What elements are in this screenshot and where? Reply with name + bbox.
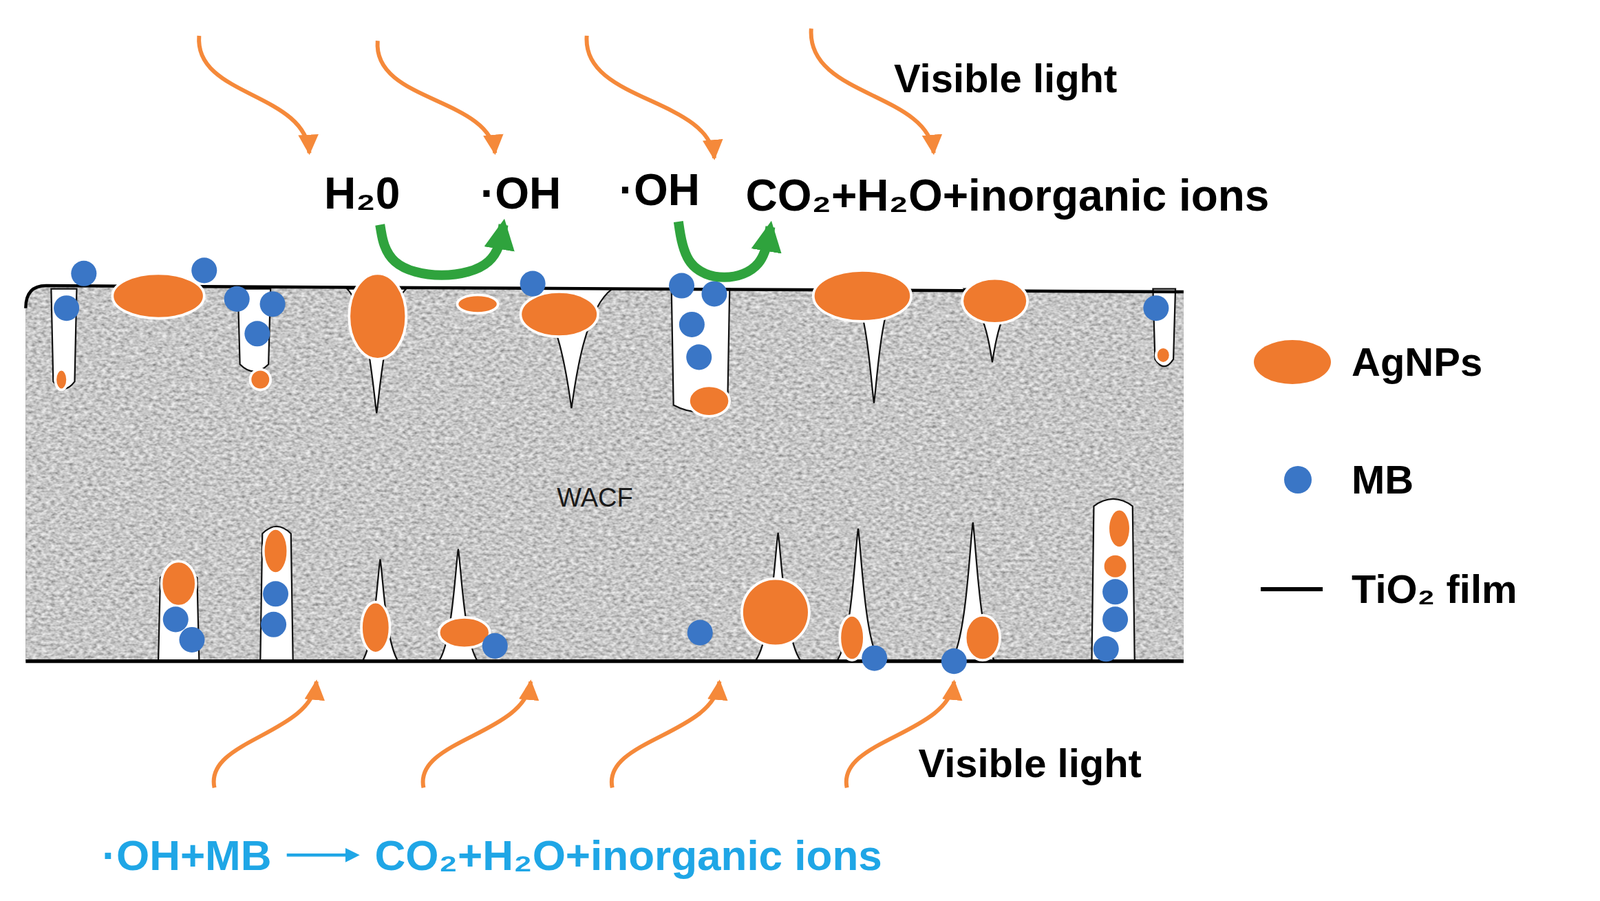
reaction-arrow	[379, 225, 504, 276]
methylene-blue-molecule	[668, 273, 695, 299]
light-arrow	[377, 40, 496, 153]
methylene-blue-molecule	[861, 645, 888, 671]
species-text-node: CO₂+H₂O+inorganic ions	[742, 169, 1272, 223]
methylene-blue-molecule	[679, 311, 705, 338]
silver-nanoparticle	[161, 560, 196, 606]
silver-nanoparticle	[688, 385, 730, 416]
silver-nanoparticle	[962, 278, 1028, 324]
methylene-blue-molecule	[482, 633, 508, 659]
species-text-node: ·OH	[477, 167, 564, 221]
light-arrow	[198, 35, 309, 153]
silver-nanoparticle	[112, 273, 204, 318]
pore	[260, 526, 293, 662]
species-label: H₂0	[321, 167, 403, 221]
legend-text: MB	[1351, 456, 1414, 504]
methylene-blue-molecule	[520, 271, 546, 297]
silver-nanoparticle	[1107, 509, 1131, 548]
reaction-arrowhead	[345, 847, 360, 863]
legend-line-sample	[1260, 587, 1323, 592]
light-arrow	[586, 35, 715, 159]
silver-nanoparticle	[520, 291, 599, 337]
legend-swatch-box	[1251, 337, 1334, 387]
methylene-blue-molecule	[260, 611, 287, 638]
silver-nanoparticle	[249, 369, 271, 391]
pore	[836, 528, 880, 662]
species-label: ·OH	[477, 167, 564, 221]
silver-nanoparticle	[813, 270, 912, 322]
material-label: WACF	[556, 483, 633, 514]
light-arrow	[611, 681, 720, 788]
legend-swatch	[1253, 339, 1331, 384]
legend-swatch-box	[1251, 455, 1334, 504]
silver-nanoparticle	[439, 617, 490, 648]
light-label: Visible light	[893, 55, 1117, 102]
methylene-blue-molecule	[941, 648, 967, 674]
silver-nanoparticle	[1103, 553, 1128, 579]
silver-nanoparticle	[1156, 346, 1171, 364]
silver-nanoparticle	[839, 615, 865, 660]
light-arrow	[214, 681, 317, 788]
silver-nanoparticle	[361, 602, 391, 654]
methylene-blue-molecule	[244, 320, 270, 347]
legend-swatch-box	[1251, 564, 1334, 614]
methylene-blue-molecule	[70, 260, 97, 287]
reaction-arrow	[286, 853, 348, 857]
tio2-film	[25, 659, 1184, 663]
species-label: CO₂+H₂O+inorganic ions	[742, 169, 1272, 223]
silver-nanoparticle	[965, 615, 1000, 660]
methylene-blue-molecule	[262, 580, 289, 607]
label-box: WACF	[556, 483, 633, 514]
reaction-arrow	[678, 221, 771, 278]
legend-text: TiO₂ film	[1351, 566, 1518, 613]
legend-entry: TiO₂ film	[1251, 564, 1518, 614]
silver-nanoparticle	[456, 294, 498, 314]
methylene-blue-molecule	[1102, 578, 1128, 605]
methylene-blue-molecule	[53, 295, 80, 321]
methylene-blue-molecule	[686, 344, 712, 370]
reaction-text: ·OH+MB	[101, 830, 272, 880]
legend-text: AgNPs	[1351, 339, 1483, 386]
label-box: Visible light	[918, 740, 1142, 787]
label-box: ·OH+MB	[101, 830, 272, 880]
fiber-texture	[25, 283, 1185, 663]
methylene-blue-molecule	[1143, 295, 1169, 321]
legend-entry: MB	[1251, 455, 1414, 504]
methylene-blue-molecule	[260, 291, 286, 317]
light-arrow	[423, 681, 532, 788]
silver-nanoparticle	[263, 528, 289, 574]
label-box: Visible light	[893, 55, 1117, 102]
legend-swatch	[1284, 465, 1312, 494]
silver-nanoparticle	[348, 273, 407, 360]
methylene-blue-molecule	[1093, 635, 1119, 662]
species-text-node: H₂0	[321, 167, 403, 221]
silver-nanoparticle	[741, 578, 810, 647]
pore	[1091, 498, 1135, 662]
label-box: CO₂+H₂O+inorganic ions	[375, 830, 883, 880]
methylene-blue-molecule	[191, 257, 217, 283]
methylene-blue-molecule	[163, 606, 189, 632]
reaction-text: CO₂+H₂O+inorganic ions	[375, 830, 883, 880]
silver-nanoparticle	[55, 369, 68, 391]
light-label: Visible light	[918, 740, 1142, 787]
methylene-blue-molecule	[178, 626, 205, 653]
methylene-blue-molecule	[687, 620, 713, 646]
methylene-blue-molecule	[701, 280, 727, 307]
species-text-node: ·OH	[616, 163, 703, 218]
species-label: ·OH	[616, 163, 703, 218]
methylene-blue-molecule	[1102, 606, 1128, 632]
methylene-blue-molecule	[224, 286, 250, 312]
legend-entry: AgNPs	[1251, 337, 1483, 387]
